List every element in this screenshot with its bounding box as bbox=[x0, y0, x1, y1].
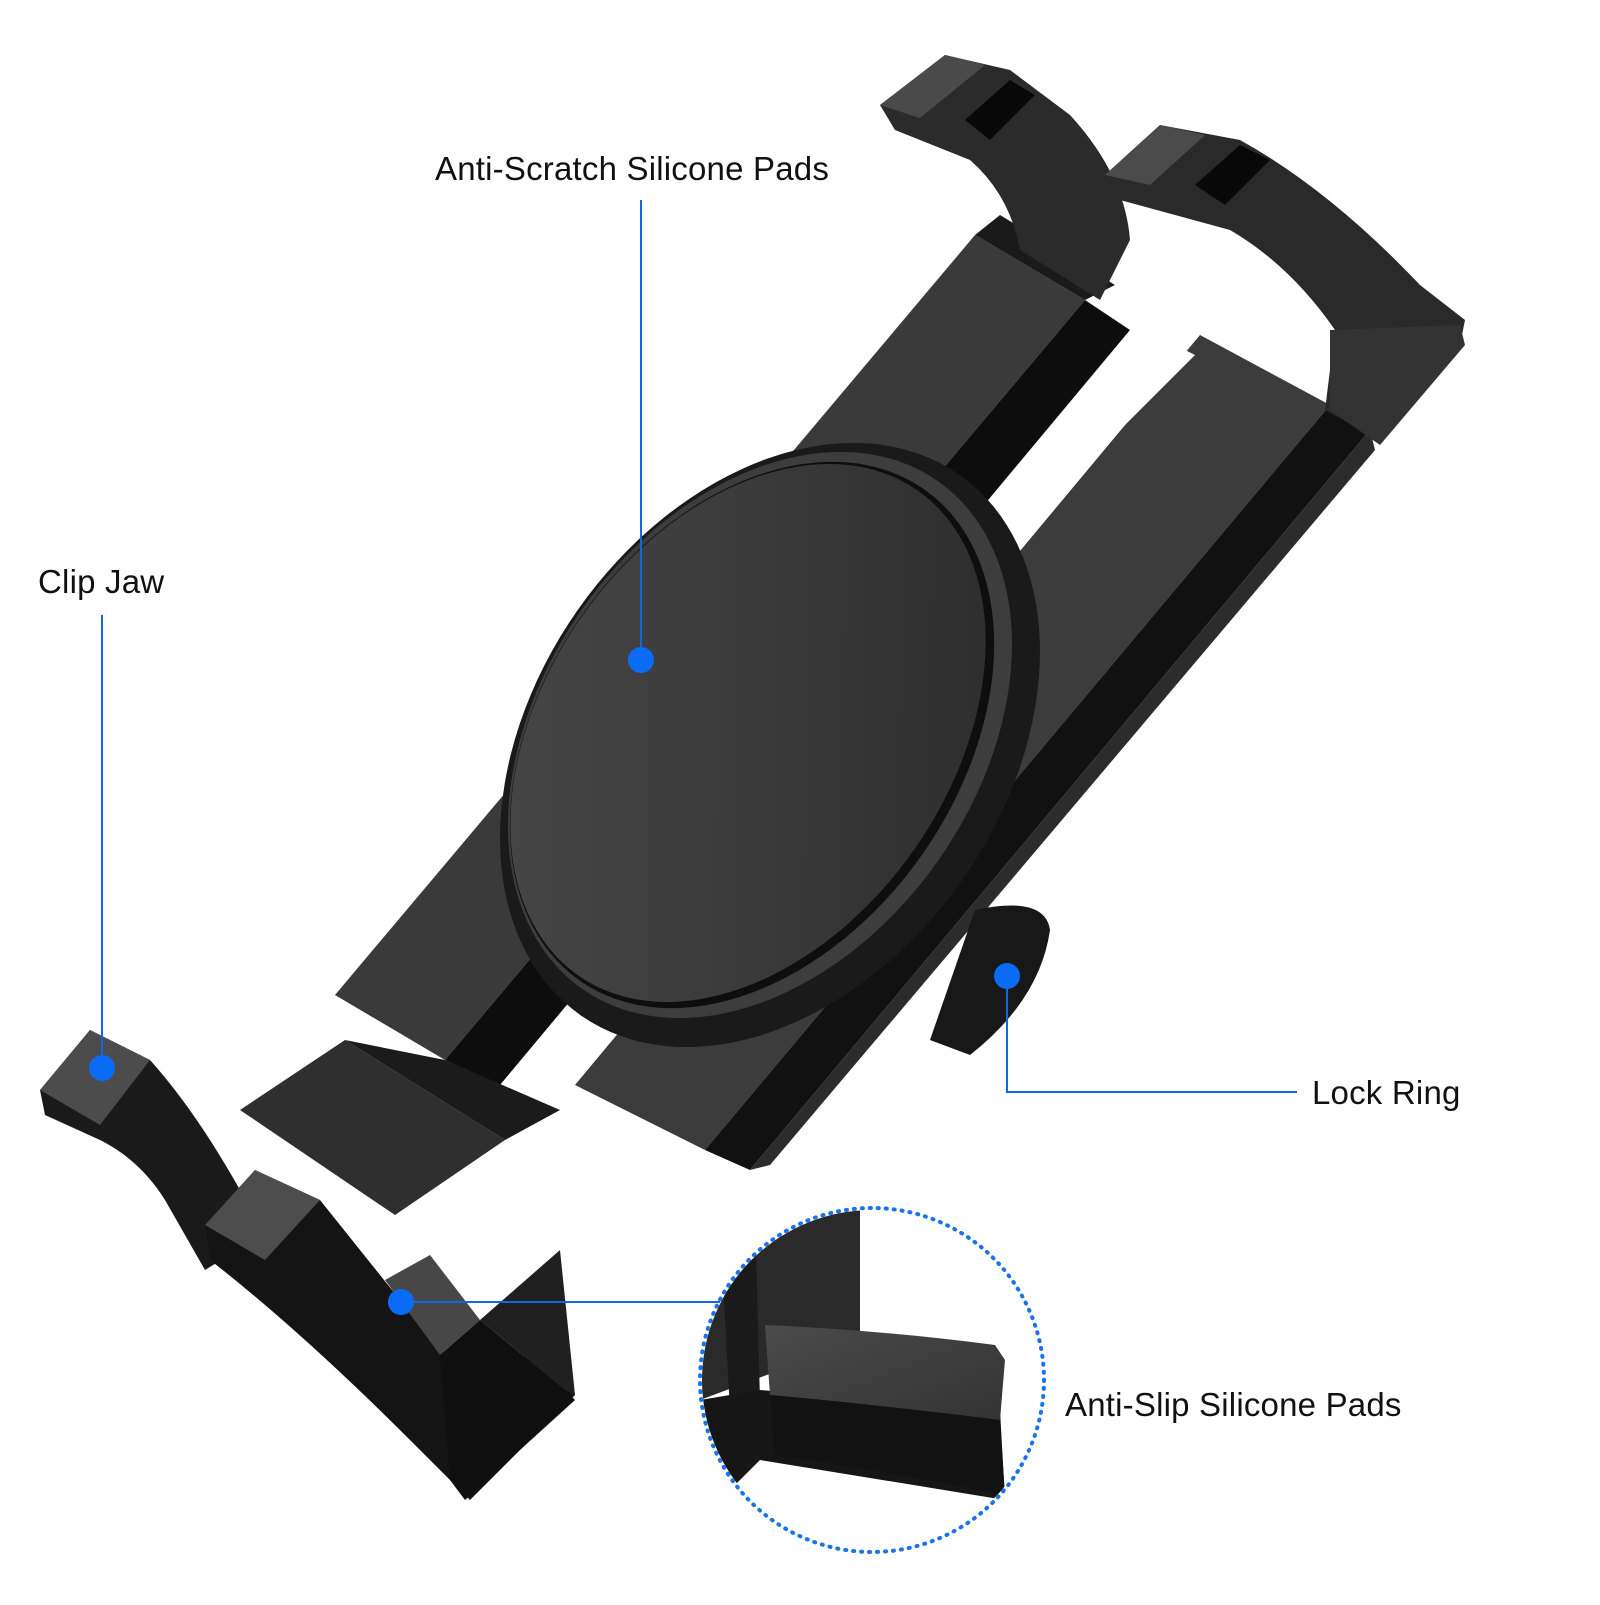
label-lock-ring: Lock Ring bbox=[1312, 1074, 1461, 1111]
callout-lines bbox=[89, 200, 1297, 1315]
label-anti-scratch-silicone-pads: Anti-Scratch Silicone Pads bbox=[435, 150, 830, 187]
anti-slip-callout-dot bbox=[388, 1289, 414, 1315]
lock-ring-callout-dot bbox=[994, 963, 1020, 989]
label-clip-jaw: Clip Jaw bbox=[38, 563, 165, 600]
center-disc bbox=[500, 442, 1050, 1055]
top-clip-jaws bbox=[880, 55, 1465, 445]
anti-scratch-callout-dot bbox=[628, 647, 654, 673]
inset-closeup bbox=[698, 1206, 1046, 1554]
label-anti-slip-silicone-pads: Anti-Slip Silicone Pads bbox=[1065, 1386, 1402, 1423]
clip-jaw-callout-dot bbox=[89, 1055, 115, 1081]
